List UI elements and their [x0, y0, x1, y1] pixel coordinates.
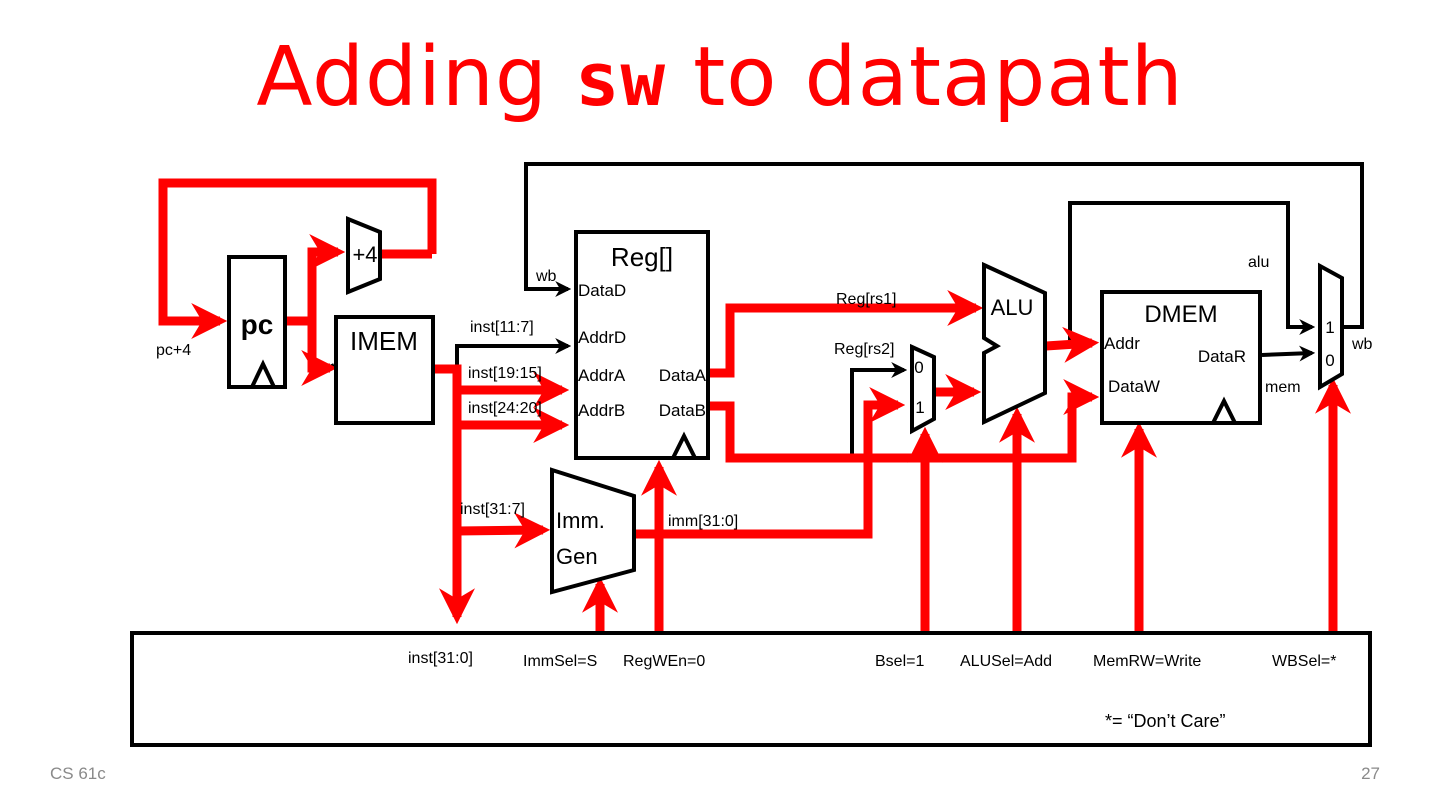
- wire-pcplus4-feedback: [158, 178, 437, 339]
- ctrl-regwen: RegWEn=0: [623, 653, 705, 670]
- sig-inst-rs2: inst[24:20]: [468, 400, 542, 417]
- sig-alu: alu: [1248, 254, 1269, 271]
- sig-inst-full: inst[31:0]: [408, 650, 473, 667]
- bmux-block: [910, 343, 936, 435]
- dmem-block: [1100, 290, 1262, 425]
- adder-block: [346, 216, 382, 295]
- pc-clock-icon: [248, 359, 278, 389]
- ctrl-immsel: ImmSel=S: [523, 653, 597, 670]
- port-dataa: DataA: [659, 366, 707, 385]
- regfile-label: Reg[]: [611, 242, 673, 272]
- footer-course: CS 61c: [50, 764, 106, 783]
- wire-alu-to-addr: [1045, 326, 1100, 363]
- sig-reg-rs1: Reg[rs1]: [836, 291, 896, 308]
- port-addrb: AddrB: [578, 401, 625, 420]
- imem-block: [334, 315, 435, 425]
- sig-imm-out: imm[31:0]: [668, 513, 738, 530]
- port-dataw: DataW: [1108, 377, 1160, 396]
- alu-block: [982, 261, 1047, 426]
- control-unit: [130, 631, 1372, 747]
- wbmux-in1: 1: [1325, 318, 1334, 337]
- dmem-clock-icon: [1209, 396, 1239, 425]
- sig-inst-imm: inst[31:7]: [460, 501, 525, 518]
- alu-label: ALU: [991, 295, 1034, 320]
- active-wires: [158, 178, 1351, 632]
- immgen-label-1: Imm.: [556, 508, 605, 533]
- title-suffix: to datapath: [693, 30, 1184, 125]
- control-labels: ImmSel=S RegWEn=0 Bsel=1 ALUSel=Add MemR…: [523, 653, 1336, 731]
- wire-datab-to-dataw: [709, 379, 1100, 463]
- sig-wb-top: wb: [535, 268, 557, 285]
- wire-inst-imm: [456, 512, 551, 549]
- sig-mem: mem: [1265, 379, 1301, 396]
- sig-wb-out: wb: [1351, 336, 1373, 353]
- wire-imm-to-bmux1: [636, 387, 906, 539]
- immgen-block: [550, 467, 636, 595]
- sig-inst-rs1: inst[19:15]: [468, 365, 542, 382]
- title-prefix: Adding: [256, 30, 548, 125]
- wire-pc-to-imem: [301, 321, 338, 386]
- inactive-wires: [321, 162, 1364, 458]
- ctrl-memrw: MemRW=Write: [1093, 653, 1201, 670]
- blocks: [130, 216, 1372, 747]
- ctrl-wbsel: WBSel=*: [1272, 653, 1336, 670]
- wire-alu-to-wbmux: [1068, 201, 1316, 340]
- ctrl-bsel: Bsel=1: [875, 653, 924, 670]
- slide-title: Adding sw to datapath: [0, 28, 1440, 130]
- regfile-clock-icon: [669, 431, 699, 460]
- wire-dataa-to-alu: [709, 290, 984, 378]
- wire-pc-to-adder: [307, 234, 346, 321]
- wire-datar-to-wbmux: [1261, 345, 1316, 362]
- signal-labels: pc+4 wb inst[11:7] inst[19:15] inst[24:2…: [156, 254, 1373, 667]
- wire-rs2-to-bmux0: [850, 362, 908, 458]
- immgen-label-2: Gen: [556, 544, 598, 569]
- dmem-label: DMEM: [1144, 301, 1217, 328]
- wire-imem-out: [433, 364, 475, 625]
- port-addra: AddrA: [578, 366, 626, 385]
- wbmux-block: [1318, 262, 1344, 391]
- bmux-in1: 1: [915, 398, 924, 417]
- port-datad: DataD: [578, 281, 626, 300]
- adder-label: +4: [352, 242, 377, 267]
- port-addrd: AddrD: [578, 328, 626, 347]
- port-datar: DataR: [1198, 347, 1246, 366]
- sig-reg-rs2: Reg[rs2]: [834, 341, 894, 358]
- sig-inst-rd: inst[11:7]: [470, 319, 534, 336]
- port-datab: DataB: [659, 401, 706, 420]
- port-labels: DataD AddrD AddrA AddrB DataA DataB Addr…: [578, 281, 1335, 420]
- ctrl-note: *= “Don’t Care”: [1105, 711, 1226, 731]
- imem-label: IMEM: [350, 326, 418, 356]
- pc-label: pc: [241, 309, 274, 340]
- wbmux-in0: 0: [1325, 351, 1334, 370]
- regfile-block: [574, 230, 710, 460]
- port-addr: Addr: [1104, 334, 1140, 353]
- wire-wb-loop: [524, 162, 1364, 329]
- bmux-in0: 0: [914, 358, 923, 377]
- ctrl-alusel: ALUSel=Add: [960, 653, 1052, 670]
- page-number: 27: [1361, 764, 1380, 783]
- sig-pcplus4: pc+4: [156, 342, 191, 359]
- title-code: sw: [574, 37, 667, 123]
